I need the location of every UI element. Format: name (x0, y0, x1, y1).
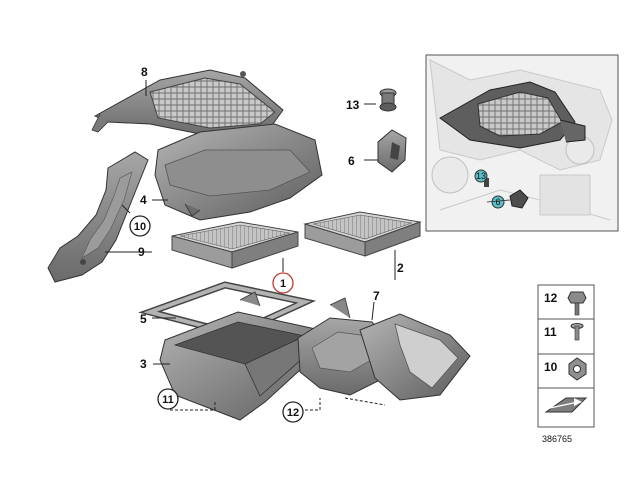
part-8-grille-housing (91, 69, 284, 137)
callout-4: 4 (140, 193, 147, 207)
callout-8: 8 (141, 65, 148, 79)
diagram-number: 386765 (542, 434, 572, 444)
callout-3: 3 (140, 357, 147, 371)
part-1-cabin-filter (171, 221, 299, 269)
rivet-icon (570, 323, 584, 341)
callout-11: 11 (162, 394, 174, 406)
legend-label-10: 10 (544, 360, 558, 374)
legend-label-12: 12 (544, 291, 558, 305)
callout-5: 5 (140, 312, 147, 326)
hex-nut-icon (568, 357, 587, 381)
hardware-legend: 12 11 10 (537, 284, 595, 428)
leader-lines (105, 80, 396, 411)
callout-1-circle (272, 272, 294, 294)
part-13-bolt (379, 88, 397, 112)
callout-12-circle (282, 401, 304, 423)
part-3-lower-housing (159, 291, 333, 421)
callout-12: 12 (287, 407, 299, 419)
callout-11-circle (157, 388, 179, 410)
callout-7: 7 (373, 289, 380, 303)
callout-1: 1 (280, 278, 286, 290)
inset-callout-13: 13 (476, 171, 486, 181)
part-2-filter (303, 211, 422, 257)
inset-vehicle-view: 13 6 (425, 54, 619, 232)
legend-label-11: 11 (544, 325, 557, 339)
hex-bolt-icon (567, 291, 587, 316)
part-9-side-duct (47, 151, 149, 283)
callout-10-circle (129, 215, 151, 237)
callout-2: 2 (397, 261, 404, 275)
callout-9: 9 (138, 245, 145, 259)
callout-13: 13 (346, 98, 360, 112)
part-6-clip (377, 129, 407, 173)
part-4-cover (154, 123, 323, 221)
arrow-wedge-icon (544, 397, 588, 413)
inset-badge-6 (491, 195, 505, 209)
callout-10: 10 (134, 221, 146, 233)
callout-6: 6 (348, 154, 355, 168)
part-7-air-duct (297, 297, 471, 401)
inset-callout-6: 6 (495, 197, 500, 207)
inset-badge-13 (474, 169, 488, 183)
